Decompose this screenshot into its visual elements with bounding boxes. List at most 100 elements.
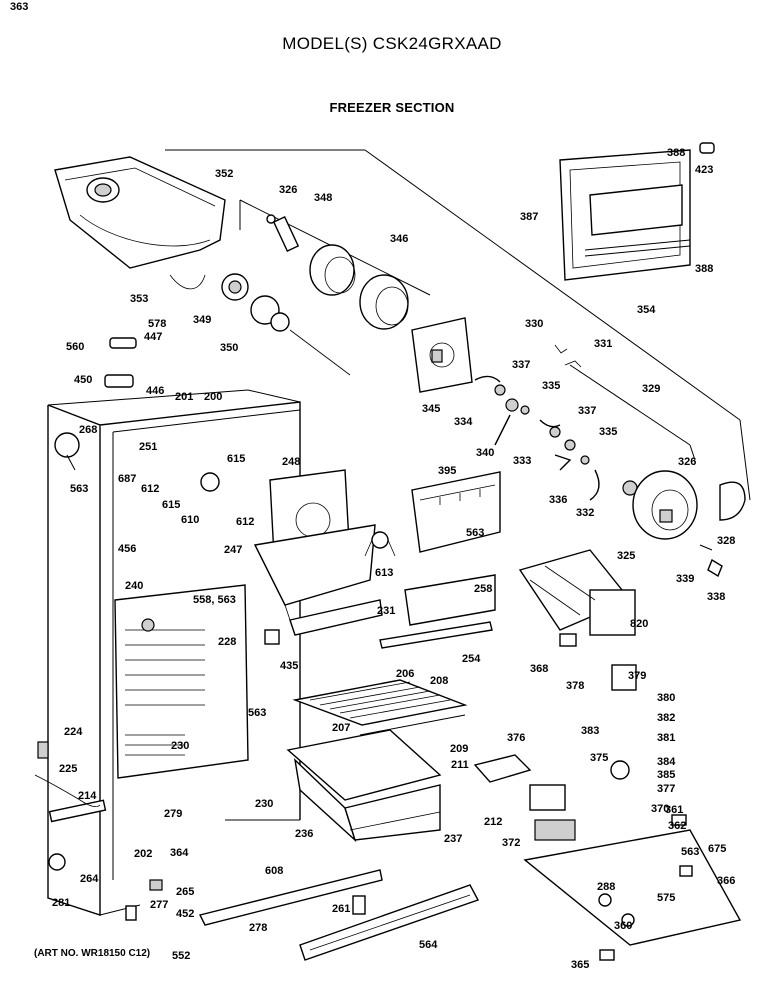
part-callout-89: 361 [665, 804, 683, 816]
part-callout-86: 212 [484, 816, 502, 828]
part-callout-62: 379 [628, 670, 646, 682]
dispenser-motor-part [473, 664, 742, 946]
part-callout-45: 339 [676, 573, 694, 585]
part-callout-38: 337 [578, 405, 596, 417]
ice-maker-part [518, 549, 636, 636]
part-callout-66: 383 [581, 725, 599, 737]
part-callout-29: 331 [594, 338, 612, 350]
part-callout-17: 200 [204, 391, 222, 403]
part-callout-54: 240 [125, 580, 143, 592]
part-callout-79: 224 [64, 726, 83, 738]
part-callout-101: 261 [332, 903, 350, 915]
part-callout-76: 207 [332, 722, 350, 734]
part-callout-21: 612 [141, 483, 159, 495]
part-callout-107: 366 [717, 875, 735, 887]
part-callout-59: 254 [462, 653, 481, 665]
part-callout-56: 228 [218, 636, 236, 648]
part-callout-100: 452 [176, 908, 194, 920]
part-callout-74: 206 [396, 668, 414, 680]
part-callout-10: 350 [220, 342, 238, 354]
part-callout-55: 558, 563 [193, 594, 236, 606]
section-title: FREEZER SECTION [329, 100, 455, 115]
part-callout-77: 209 [450, 743, 468, 755]
part-callout-103: 564 [419, 939, 438, 951]
part-callout-6: 387 [520, 211, 538, 223]
toe-grille-part [198, 869, 480, 961]
part-callout-95: 281 [52, 897, 70, 909]
part-callout-106: 575 [657, 892, 675, 904]
part-callout-39: 335 [599, 426, 617, 438]
dispenser-panel-part [411, 471, 501, 553]
part-callout-40: 326 [678, 456, 696, 468]
part-callout-90: 362 [668, 820, 686, 832]
part-callout-43: 325 [617, 550, 635, 562]
part-callout-99: 277 [150, 899, 168, 911]
part-callout-96: 264 [80, 873, 99, 885]
evaporator-part [114, 584, 249, 779]
part-callout-16: 201 [175, 391, 193, 403]
part-callout-61: 378 [566, 680, 584, 692]
auger-motor-part [632, 470, 746, 578]
part-callout-52: 258 [474, 583, 492, 595]
misc-small-parts [34, 337, 693, 961]
part-callout-110: 363 [10, 1, 28, 13]
part-callout-109: 365 [571, 959, 589, 971]
freezer-basket-part [286, 729, 442, 843]
part-callout-46: 338 [707, 591, 725, 603]
part-callout-15: 446 [146, 385, 164, 397]
part-callout-105: 288 [597, 881, 615, 893]
part-callout-11: 578 [148, 318, 166, 330]
part-callout-37: 333 [513, 455, 531, 467]
part-callout-12: 447 [144, 331, 162, 343]
part-callout-4: 388 [667, 147, 685, 159]
part-callout-97: 265 [176, 886, 194, 898]
part-callout-80: 225 [59, 763, 77, 775]
part-callout-36: 340 [476, 447, 494, 459]
part-callout-34: 335 [542, 380, 560, 392]
motor-mount-plate-part [411, 317, 473, 393]
part-callout-78: 211 [451, 759, 469, 771]
ice-bucket-part [54, 156, 226, 290]
part-callout-32: 345 [422, 403, 440, 415]
part-callout-67: 376 [507, 732, 525, 744]
part-callout-18: 268 [79, 424, 97, 436]
part-callout-35: 334 [454, 416, 473, 428]
part-callout-23: 615 [162, 499, 180, 511]
part-callout-1: 326 [279, 184, 297, 196]
part-callout-14: 450 [74, 374, 92, 386]
part-callout-75: 208 [430, 675, 448, 687]
part-callout-9: 349 [193, 314, 211, 326]
part-callout-19: 251 [139, 441, 157, 453]
part-callout-82: 279 [164, 808, 182, 820]
part-callout-13: 560 [66, 341, 84, 353]
part-callout-2: 348 [314, 192, 332, 204]
air-duct-part [379, 574, 496, 649]
dispenser-door-part [559, 142, 715, 281]
part-callout-65: 381 [657, 732, 675, 744]
part-callout-25: 610 [181, 514, 199, 526]
freezer-shelf-part [292, 679, 468, 736]
part-callout-8: 353 [130, 293, 148, 305]
auger-assembly-part [221, 199, 431, 376]
fan-shroud-part [253, 469, 396, 636]
part-callout-84: 236 [295, 828, 313, 840]
part-callout-44: 328 [717, 535, 735, 547]
part-callout-69: 384 [657, 756, 676, 768]
callout-labels: 3523263483463884233873883533493505784475… [10, 1, 735, 971]
part-callout-28: 330 [525, 318, 543, 330]
part-callout-27: 248 [282, 456, 300, 468]
part-callout-71: 377 [657, 783, 675, 795]
part-callout-42: 332 [576, 507, 594, 519]
part-callout-5: 423 [695, 164, 713, 176]
part-callout-33: 337 [512, 359, 530, 371]
part-callout-49: 456 [118, 543, 136, 555]
part-callout-87: 372 [502, 837, 520, 849]
art-number: (ART NO. WR18150 C12) [34, 948, 151, 959]
part-callout-22: 563 [70, 483, 88, 495]
part-callout-50: 247 [224, 544, 242, 556]
part-callout-30: 354 [637, 304, 656, 316]
part-callout-63: 380 [657, 692, 675, 704]
part-callout-102: 278 [249, 922, 267, 934]
part-callout-92: 675 [708, 843, 726, 855]
part-callout-108: 360 [614, 920, 632, 932]
